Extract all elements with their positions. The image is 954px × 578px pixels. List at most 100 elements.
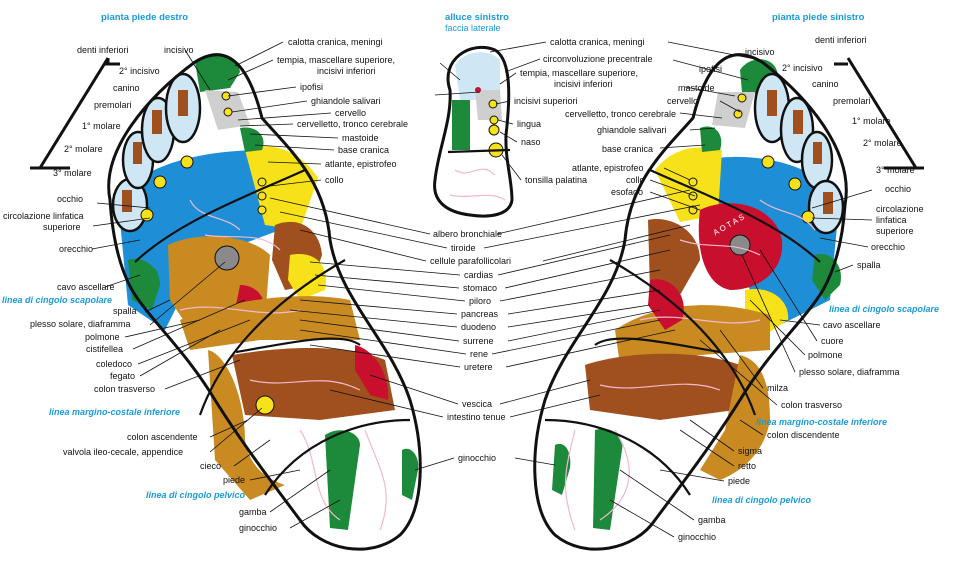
label-duodeno: duodeno [461,322,496,332]
label-ipofisi-r: ipofisi [699,64,722,74]
label-calotta: calotta cranica, meningi [288,37,383,47]
pituitary-point [737,93,747,103]
label-incisivi-sup: incisivi superiori [514,96,578,106]
label-cervello-r: cervello [667,96,698,106]
subtitle-big-toe: faccia laterale [445,23,501,33]
label-gamba: gamba [239,507,267,517]
label-cavo-ascellare-r: cavo ascellare [823,320,881,330]
label-orecchio: orecchio [59,244,93,254]
toe-green-zone [452,100,470,150]
costal-margin-line [198,259,346,416]
label-naso: naso [521,137,541,147]
label-piede: piede [223,475,245,485]
label-ginocchio-r: ginocchio [678,532,716,542]
vein-line [564,199,816,531]
big-toe-lateral [433,45,514,218]
nose-point [488,124,500,136]
zone-bladder-red [355,345,389,400]
label-uretere: uretere [464,362,493,372]
label-denti-inferiori: denti inferiori [77,45,129,55]
right-foot-toes [111,72,202,233]
label-polmone: polmone [85,332,120,342]
solar-plexus-point [729,234,751,256]
label-superiore: superiore [43,222,81,232]
solar-plexus-point [214,245,240,271]
right-foot-outline [107,53,422,551]
zone-base-green [240,127,264,152]
label-stomaco: stomaco [463,283,497,293]
label-pancreas: pancreas [461,309,499,319]
label-valvola: valvola ileo-cecale, appendice [63,447,183,457]
label-ginocchio: ginocchio [239,523,277,533]
title-left-foot: pianta piede sinistro [772,12,865,23]
zone-stomach-brown [648,219,700,295]
label-fegato: fegato [110,371,135,381]
label-tempia: tempia, mascellare superiore, [277,55,395,65]
label-cervelletto-r: cervelletto, tronco cerebrale [565,109,676,119]
centre-labels: albero bronchiale tiroide cellule parafo… [430,229,511,463]
pelvic-girdle-line [264,418,411,496]
label-esofago-r: esofago [611,187,643,197]
label-tempia-2: incisivi inferiori [317,66,376,76]
zone-stomach-yellow [288,254,326,300]
incisor-point [488,99,498,109]
label-1-molare-r: 1° molare [852,116,891,126]
reflex-point [761,155,775,169]
reflex-point [153,175,167,189]
left-foot-outline [533,53,848,551]
label-ginocchio-c: ginocchio [458,453,496,463]
label-albero: albero bronchiale [433,229,502,239]
pituitary-point [223,107,233,117]
label-canino-r: canino [812,79,839,89]
label-ipofisi: ipofisi [300,82,323,92]
label-plesso-r: plesso solare, diaframma [799,367,900,377]
label-colon-ascendente: colon ascendente [127,432,198,442]
label-mastoide-r: mastoide [678,83,715,93]
toe-neck-line [447,148,511,154]
zone-brain-green [195,55,240,92]
zone-colon-ascending [208,350,285,500]
label-atlante-r: atlante, epistrofeo [572,163,644,173]
label-plesso: plesso solare, diaframma [30,319,131,329]
label-polmone-r: polmone [808,350,843,360]
label-tempia-t: tempia, mascellare superiore, [520,68,638,78]
left-labels: denti inferiori 2° incisivo canino premo… [2,45,277,533]
zone-yellow-neck [655,147,722,222]
vein-line [179,199,387,531]
vein-line [449,168,506,201]
label-base-cranica: base cranica [338,145,389,155]
label-circolazione-r: circolazione [876,204,924,214]
label-cuore-r: cuore [821,336,844,346]
label-colon-trasverso-r: colon trasverso [781,400,842,410]
zone-colon-descending [700,355,770,480]
zone-heel-green-right [402,448,419,500]
label-premolari-r: premolari [833,96,871,106]
reflex-point [788,177,802,191]
zone-small-intestine [585,353,740,420]
zone-brain-grey [712,92,755,128]
label-linea-costale: linea margino-costale inferiore [49,407,180,417]
tongue-point [489,115,499,125]
teeth-bracket-left [30,57,120,170]
label-3-molare: 3° molare [53,168,92,178]
label-colon-discendente-r: colon discendente [767,430,840,440]
label-1-molare: 1° molare [82,121,121,131]
label-tiroide: tiroide [451,243,476,253]
tooth-mark [152,110,162,134]
label-surrene: surrene [463,336,494,346]
label-linea-costale-r: linea margino-costale inferiore [756,417,887,427]
label-gamba-r: gamba [698,515,726,525]
label-cistifellea: cistifellea [86,344,123,354]
label-2-incisivo: 2° incisivo [119,66,160,76]
zone-base-green [700,126,722,152]
big-toe-outline [433,45,514,218]
label-tempia2-t: incisivi inferiori [554,79,613,89]
label-canino: canino [113,83,140,93]
neck-point [688,191,698,201]
label-occhio: occhio [57,194,83,204]
label-premolari: premolari [94,100,132,110]
label-linea-scapolare-r: linea di cingolo scapolare [829,304,939,314]
label-vescica: vescica [462,399,492,409]
label-ghiandole-r: ghiandole salivari [597,125,667,135]
